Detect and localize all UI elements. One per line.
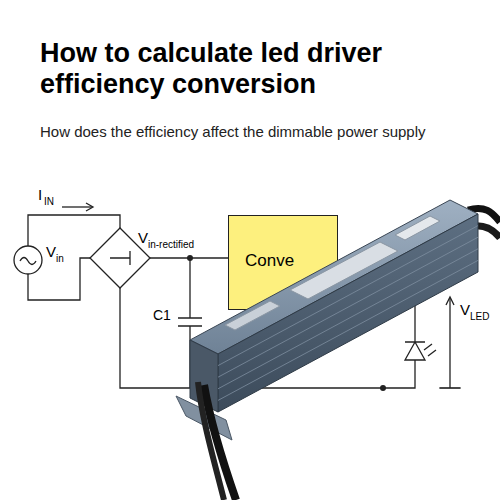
return-wire — [28, 258, 90, 300]
led-light-rays — [424, 344, 436, 356]
bridge-rectifier — [90, 228, 150, 288]
vled-arrow — [449, 298, 450, 388]
ac-source — [14, 246, 42, 274]
cert-label — [395, 216, 440, 240]
current-symbol: I — [38, 187, 42, 204]
voltage-symbol: V — [460, 302, 470, 319]
diode-symbol — [110, 251, 130, 265]
junction-dot — [380, 385, 386, 391]
current-arrow — [62, 206, 92, 207]
junction-dot — [187, 255, 193, 261]
input-cable — [198, 382, 224, 500]
groove-line — [218, 249, 478, 389]
voltage-subscript: in — [56, 253, 64, 264]
page-subtitle: How does the efficiency affect the dimma… — [40, 124, 426, 141]
groove-line — [218, 237, 478, 377]
voltage-subscript: in-rectified — [148, 239, 194, 250]
housing-front — [218, 214, 478, 412]
component-name: C1 — [153, 308, 171, 323]
housing-grooves — [218, 226, 478, 401]
page-title: How to calculate led driver efficiency c… — [40, 38, 470, 100]
current-arrowhead — [86, 203, 93, 211]
vled-arrowhead — [446, 297, 454, 305]
voltage-symbol: V — [46, 244, 56, 261]
voltage-subscript: LED — [470, 311, 489, 322]
voltage-symbol: V — [138, 230, 148, 247]
current-subscript: IN — [44, 196, 54, 207]
ac-symbol — [20, 258, 36, 265]
vled-tick — [440, 387, 460, 388]
vled-base — [439, 388, 461, 389]
